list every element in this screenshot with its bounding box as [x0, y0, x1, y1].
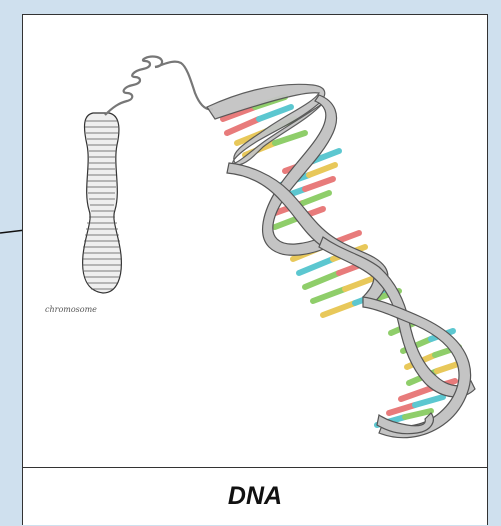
chromosome-label: chromosome [45, 305, 97, 314]
double-helix [207, 84, 475, 437]
figure-card: chromosome DNA [22, 14, 488, 525]
coiled-strand [105, 57, 213, 115]
chromosome [83, 113, 122, 293]
dna-illustration: chromosome [23, 15, 489, 467]
dna-diagram: chromosome [23, 15, 487, 468]
figure-caption: DNA [23, 467, 487, 526]
